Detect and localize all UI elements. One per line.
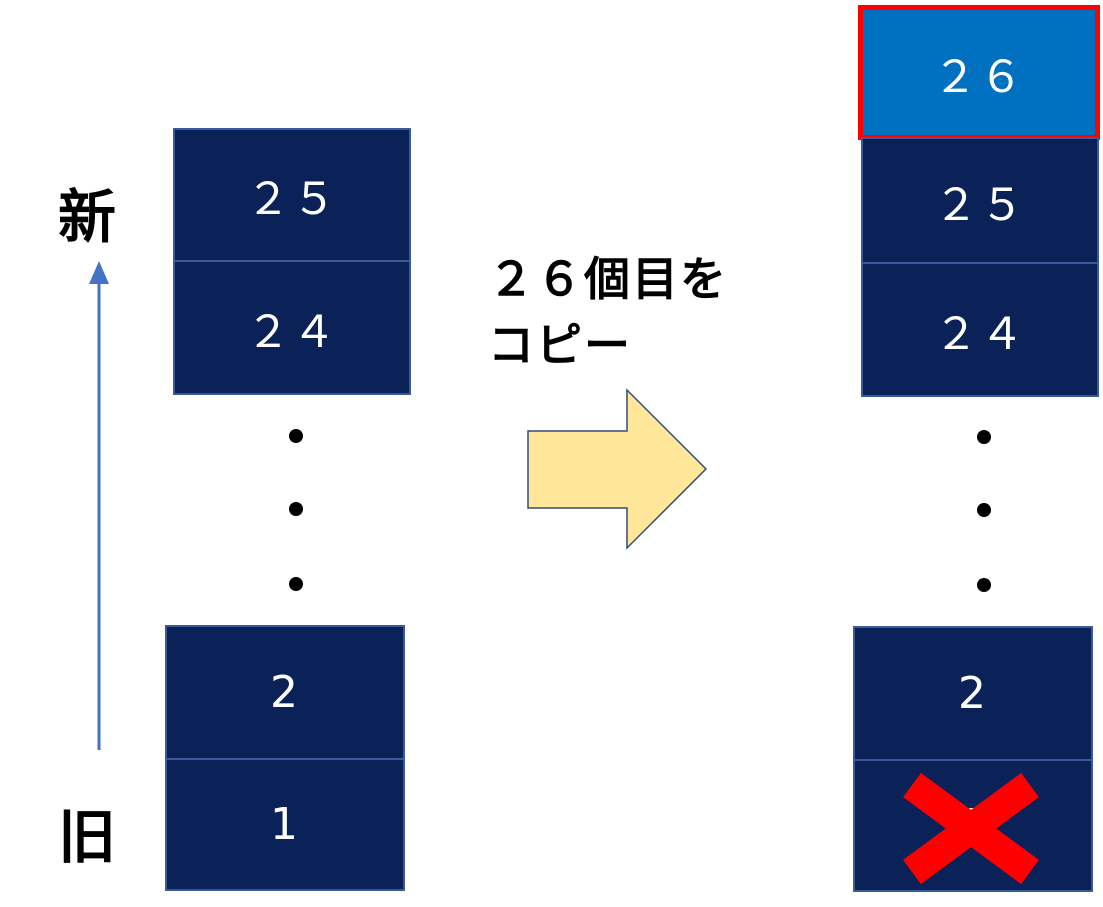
- right-ellipsis-dot: [977, 578, 991, 592]
- right-ellipsis-dot: [977, 430, 991, 444]
- left-ellipsis-dot: [289, 577, 303, 591]
- copy-arrow-icon: [527, 388, 708, 550]
- caption-line-2: コピー: [488, 318, 632, 372]
- caption: ２６個目を コピー: [488, 246, 728, 378]
- left-cell-1: 1: [165, 758, 405, 891]
- right-ellipsis-dot: [977, 503, 991, 517]
- right-cell-24: ２４: [861, 262, 1099, 397]
- caption-line-1: ２６個目を: [488, 252, 728, 306]
- time-axis-arrow: [89, 261, 109, 750]
- left-cell-24: ２４: [173, 260, 411, 395]
- right-cell-26-new: ２６: [858, 5, 1100, 140]
- newer-label: 新: [58, 183, 117, 251]
- right-cell-2: 2: [853, 626, 1093, 761]
- right-cell-25: ２５: [861, 137, 1099, 264]
- left-cell-25: ２５: [173, 128, 411, 262]
- left-ellipsis-dot: [289, 429, 303, 443]
- older-label: 旧: [58, 803, 117, 871]
- left-cell-2: 2: [165, 625, 405, 760]
- left-ellipsis-dot: [289, 502, 303, 516]
- delete-x-icon: [903, 772, 1039, 885]
